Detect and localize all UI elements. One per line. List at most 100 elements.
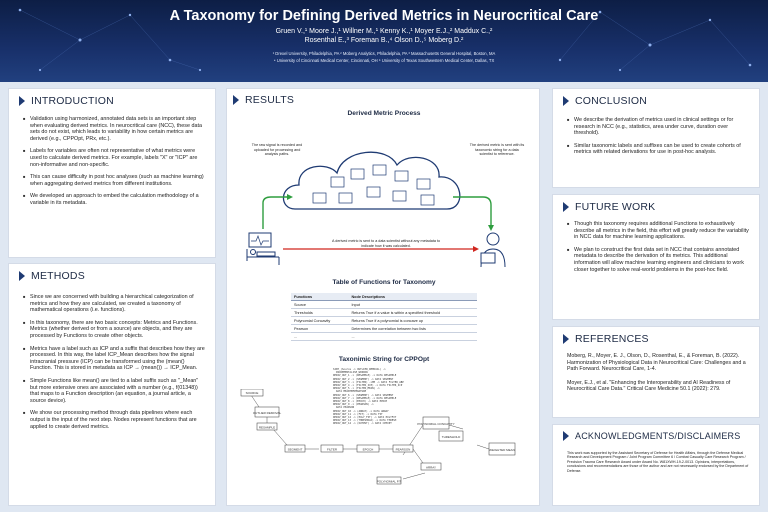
flow-nodes [240, 389, 516, 485]
table-cell: ... [291, 332, 349, 341]
cloud-icons [312, 164, 435, 206]
flow-label: THRESHOLD [442, 435, 461, 439]
introduction-bullet: Validation using harmonized, annotated d… [23, 116, 207, 142]
methods-header: METHODS [19, 270, 85, 282]
code-window-icon [394, 170, 409, 182]
chevron-right-icon [563, 96, 569, 106]
ecg-icon [251, 234, 269, 246]
table-cell: ... [348, 332, 477, 341]
flow-node [420, 462, 442, 471]
references-header: REFERENCES [563, 333, 649, 345]
derived-metric-process-diagram [246, 151, 506, 268]
bed-icon [246, 249, 280, 265]
references-title: REFERENCES [575, 333, 649, 345]
conclusion-bullet: We describe the derivation of metrics us… [567, 117, 751, 137]
table-cell: Polynomial Concavity [291, 316, 349, 325]
methods-title: METHODS [31, 270, 85, 282]
code-window-icon [330, 176, 345, 188]
upload-arrow [262, 196, 287, 229]
introduction-panel: INTRODUCTION Validation using harmonized… [8, 88, 216, 258]
flow-label: ARRAY [426, 466, 436, 470]
flow-node [256, 422, 278, 431]
flow-label: PEARSON [396, 448, 411, 452]
affiliations-line-2: ⁴ University of Cincinnati Medical Cente… [273, 57, 495, 63]
network-background [18, 8, 752, 72]
flow-label: POLYNOMIAL FIT [377, 480, 402, 484]
table-header-cell: Node Descriptions [348, 293, 477, 301]
future-work-list: Though this taxonomy requires additional… [567, 221, 751, 279]
reference-item: Moberg, R., Moyer, E. J., Olson, D., Ros… [567, 353, 746, 373]
monitor-icon [248, 232, 272, 248]
chevron-right-icon [233, 95, 239, 105]
conclusion-list: We describe the derivation of metrics us… [567, 117, 751, 162]
flow-node [376, 476, 402, 485]
arrow-head-icon [473, 246, 479, 252]
introduction-header: INTRODUCTION [19, 95, 114, 107]
acknowledgments-text: This work was supported by the Assistant… [567, 451, 749, 473]
process-title: Derived Metric Process [347, 110, 421, 117]
methods-bullet: In this taxonomy, there are two basic co… [23, 320, 207, 340]
chart-icon [392, 190, 407, 202]
conclusion-bullet: Similar taxonomic labels and suffixes ca… [567, 143, 751, 156]
authors-line-2: Rosenthal E.,³ Foreman B.,⁴ Olson D.,⁵ M… [304, 37, 464, 44]
poster-title: A Taxonomy for Defining Derived Metrics … [169, 8, 599, 24]
note-raw-signal: The raw signal is recorded and uploaded … [251, 143, 303, 157]
chevron-right-icon [563, 431, 569, 441]
authors-line-1: Gruen V.,¹ Moore J.,¹ Willner M.,¹ Kenny… [275, 28, 493, 35]
table-cell: Thresholds [291, 308, 349, 317]
methods-bullet: Since we are concerned with building a h… [23, 294, 207, 314]
chart-icon [312, 192, 327, 204]
gears-icon [416, 178, 431, 190]
flow-label: SEGMENT [288, 448, 303, 452]
introduction-list: Validation using harmonized, annotated d… [23, 116, 207, 213]
table-cell: Source [291, 300, 349, 309]
flow-label: FILTER [327, 448, 338, 452]
flow-edges [250, 394, 490, 480]
table-header-row: Functions Node Descriptions [291, 293, 477, 301]
future-work-title: FUTURE WORK [575, 201, 656, 213]
cloud-shape [282, 151, 461, 210]
table-cell: Input [348, 300, 477, 309]
flow-node [422, 416, 450, 430]
table-cell: Returns True if a polynomial is concave … [348, 316, 477, 325]
flow-label: WEIGHTED MEAN [489, 448, 515, 452]
results-title: RESULTS [245, 94, 295, 106]
note-no-metadata: A derived metric is sent to a data scien… [331, 239, 441, 248]
acknowledgments-header: ACKNOWLEDGMENTS/DISCLAIMERS [563, 431, 740, 441]
future-work-header: FUTURE WORK [563, 201, 655, 213]
table-cell: Pearson [291, 324, 349, 333]
methods-bullet: We show our processing method through da… [23, 410, 207, 430]
conclusion-panel: CONCLUSION We describe the derivation of… [552, 88, 760, 188]
gears-icon [350, 168, 365, 180]
data-scientist-icon [480, 232, 506, 268]
chevron-right-icon [19, 271, 25, 281]
network-icon [366, 186, 381, 198]
flow-label: SOURCE [246, 391, 259, 395]
acknowledgments-panel: ACKNOWLEDGMENTS/DISCLAIMERS This work wa… [552, 424, 760, 506]
future-work-bullet: We plan to construct the first data set … [567, 247, 751, 273]
introduction-title: INTRODUCTION [31, 95, 114, 107]
header-banner: A Taxonomy for Defining Derived Metrics … [0, 0, 768, 82]
methods-list: Since we are concerned with building a h… [23, 294, 207, 436]
network-icon [372, 164, 387, 176]
chevron-right-icon [563, 334, 569, 344]
table-title: Table of Functions for Taxonomy [332, 279, 436, 286]
string-title: Taxonimic String for CPPOpt [338, 356, 430, 363]
flow-label: OUTLIER REMOVAL [253, 411, 282, 415]
reference-item: Moyer, E.J., et al. "Enhancing the Inter… [567, 379, 731, 393]
future-work-panel: FUTURE WORK Though this taxonomy require… [552, 194, 760, 320]
table-header-cell: Functions [291, 293, 349, 301]
results-header: RESULTS [233, 94, 294, 106]
acknowledgments-title: ACKNOWLEDGMENTS/DISCLAIMERS [575, 431, 741, 441]
table-cell: Determines the correlation between two l… [348, 324, 477, 333]
arrow-head-icon [488, 225, 494, 231]
pipeline-flow-diagram: SOURCE OUTLIER REMOVAL RESAMPLE SEGMENT … [240, 389, 516, 485]
flow-label: POLYNOMIAL CONCAVITY [417, 422, 454, 426]
flow-node [438, 430, 464, 442]
methods-bullet: Simple Functions like mean() are tied to… [23, 378, 207, 404]
chevron-right-icon [19, 96, 25, 106]
